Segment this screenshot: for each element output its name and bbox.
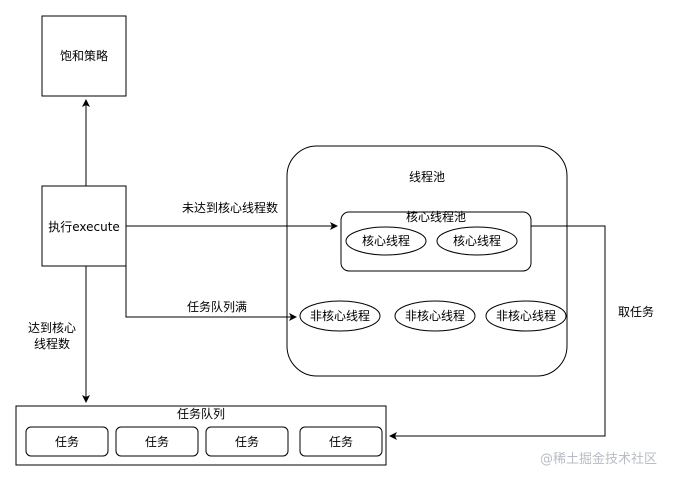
edge-label-reach-core-2: 线程数 — [34, 336, 70, 351]
core-thread-2: 核心线程 — [436, 226, 518, 256]
edge-label-take-task: 取任务 — [618, 304, 654, 319]
execute-node: 执行execute — [41, 185, 127, 267]
core-thread-2-label: 核心线程 — [453, 233, 501, 248]
noncore-thread-1-label: 非核心线程 — [310, 308, 370, 323]
noncore-thread-3-label: 非核心线程 — [496, 308, 556, 323]
task-4: 任务 — [299, 426, 383, 457]
watermark: @稀土掘金技术社区 — [539, 452, 657, 467]
task-queue-title: 任务队列 — [177, 406, 225, 421]
task-1: 任务 — [25, 426, 109, 457]
edge-label-not-reach-core: 未达到核心线程数 — [182, 200, 278, 215]
execute-label: 执行execute — [48, 220, 120, 234]
saturation-policy-node: 饱和策略 — [41, 15, 127, 97]
edge-core-pool-to-queue — [389, 225, 606, 440]
edge-execute-to-noncore — [125, 266, 297, 321]
task-2: 任务 — [115, 426, 199, 457]
core-thread-1-label: 核心线程 — [362, 233, 410, 248]
edge-label-queue-full: 任务队列满 — [187, 299, 247, 314]
noncore-thread-2: 非核心线程 — [394, 300, 476, 332]
noncore-thread-3: 非核心线程 — [485, 300, 567, 332]
core-thread-pool-title: 核心线程池 — [406, 209, 466, 224]
edge-label-reach-core-1: 达到核心 — [28, 321, 76, 335]
task-3: 任务 — [205, 426, 289, 457]
task-3-label: 任务 — [235, 434, 259, 449]
noncore-thread-1: 非核心线程 — [299, 300, 381, 332]
saturation-policy-label: 饱和策略 — [60, 48, 108, 63]
task-4-label: 任务 — [329, 434, 353, 449]
thread-pool-title: 线程池 — [409, 169, 445, 184]
task-2-label: 任务 — [145, 434, 169, 449]
task-1-label: 任务 — [55, 434, 79, 449]
core-thread-1: 核心线程 — [345, 226, 427, 256]
noncore-thread-2-label: 非核心线程 — [405, 308, 465, 323]
